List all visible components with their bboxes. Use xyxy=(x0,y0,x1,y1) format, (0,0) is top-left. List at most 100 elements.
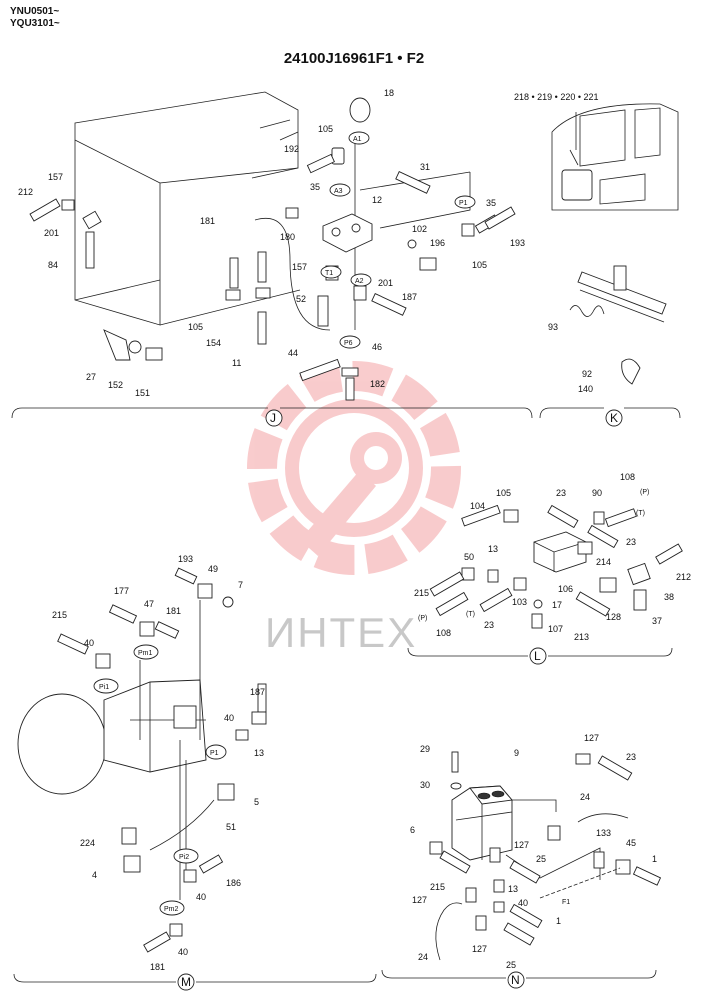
callout: 192 xyxy=(284,144,299,154)
callout: 5 xyxy=(254,797,259,807)
tag-f1: F1 xyxy=(562,899,570,906)
callout: 52 xyxy=(296,294,306,304)
callout: 128 xyxy=(606,612,621,622)
callout: 24 xyxy=(418,952,428,962)
model-range-2: YQU3101~ xyxy=(10,18,60,29)
callout: 215 xyxy=(414,588,429,598)
callout: 180 xyxy=(280,232,295,242)
callout: 29 xyxy=(420,744,430,754)
page-title: 24100J16961F1 • F2 xyxy=(283,50,425,67)
tag-pm2: Pm2 xyxy=(164,906,179,913)
section-m: M Pm1 Pi1 P1 Pi2 Pm2 193 49 7 177 47 181… xyxy=(13,554,377,991)
callout: 106 xyxy=(558,584,573,594)
tag-t: (T) xyxy=(636,510,645,517)
callout: 103 xyxy=(512,597,527,607)
engine-flywheel-housing xyxy=(17,693,107,795)
callout: 157 xyxy=(48,172,63,182)
callout: 1 xyxy=(652,854,657,864)
callout: 38 xyxy=(664,592,674,602)
callout: 1 xyxy=(556,916,561,926)
callout: 151 xyxy=(135,388,150,398)
callout: 23 xyxy=(556,488,566,498)
callout: 51 xyxy=(226,822,236,832)
callout: 18 xyxy=(384,88,394,98)
callout: 213 xyxy=(574,632,589,642)
section-l-label: L xyxy=(534,649,541,663)
callout: 49 xyxy=(208,564,218,574)
callout: 11 xyxy=(232,358,241,368)
callout: 40 xyxy=(518,898,528,908)
section-j-label: J xyxy=(270,411,276,425)
callout: 105 xyxy=(318,124,333,134)
callout: 46 xyxy=(372,342,382,352)
callout: 186 xyxy=(226,878,241,888)
callout: 127 xyxy=(514,840,529,850)
callout: 102 xyxy=(412,224,427,234)
callout: 108 xyxy=(620,472,635,482)
callout: 201 xyxy=(44,228,59,238)
tag-a1: A1 xyxy=(353,136,362,143)
manifold-block xyxy=(533,531,587,573)
rail-bar xyxy=(577,271,667,315)
tag-p6: P6 xyxy=(344,340,353,347)
tag-a2: A2 xyxy=(355,278,364,285)
callout: 13 xyxy=(488,544,498,554)
callout: 93 xyxy=(548,322,558,332)
callout: 104 xyxy=(470,501,485,511)
callout: 13 xyxy=(508,884,518,894)
section-k-label: K xyxy=(610,411,618,425)
watermark-logo xyxy=(247,361,461,575)
callout: 37 xyxy=(652,616,662,626)
callout: 6 xyxy=(410,825,415,835)
section-k: K 218 • 219 • 220 • 221 93 92 140 xyxy=(514,92,681,427)
callout: 157 xyxy=(292,262,307,272)
callout: 212 xyxy=(676,572,691,582)
callout: 105 xyxy=(496,488,511,498)
callout: 12 xyxy=(372,195,382,205)
hose-clamp xyxy=(103,329,131,361)
callout: 201 xyxy=(378,278,393,288)
tag-p1: P1 xyxy=(459,200,468,207)
callout: 127 xyxy=(412,895,427,905)
section-l: L 104 105 23 90 108 (P) (T) 23 214 50 13… xyxy=(407,472,691,665)
tag-pi1: Pi1 xyxy=(99,684,109,691)
callout: 23 xyxy=(626,752,636,762)
callout: 140 xyxy=(578,384,593,394)
callout: 105 xyxy=(472,260,487,270)
callout: 181 xyxy=(150,962,165,972)
callout: 25 xyxy=(506,960,516,970)
callout: 152 xyxy=(108,380,123,390)
callout: 40 xyxy=(224,713,234,723)
callout: 7 xyxy=(238,580,243,590)
callout: 44 xyxy=(288,348,298,358)
tag-t2: (T) xyxy=(466,611,475,618)
callout: 40 xyxy=(84,638,94,648)
callout: 35 xyxy=(310,182,320,192)
callout: 214 xyxy=(596,557,611,567)
section-n: N F1 29 9 127 23 30 24 6 133 45 1 127 25… xyxy=(381,733,662,989)
callout: 193 xyxy=(510,238,525,248)
callout: 181 xyxy=(200,216,215,226)
callout: 108 xyxy=(436,628,451,638)
callout: 215 xyxy=(430,882,445,892)
callout: 35 xyxy=(486,198,496,208)
callout: 27 xyxy=(86,372,96,382)
pilot-valve-block xyxy=(322,213,373,253)
callout: 187 xyxy=(402,292,417,302)
callout: 24 xyxy=(580,792,590,802)
callout: 40 xyxy=(178,947,188,957)
callout: 9 xyxy=(514,748,519,758)
callout: 40 xyxy=(196,892,206,902)
tag-pm1: Pm1 xyxy=(138,650,153,657)
callout: 45 xyxy=(626,838,636,848)
callout: 4 xyxy=(92,870,97,880)
rubber-band xyxy=(621,358,641,385)
callout: 92 xyxy=(582,369,592,379)
callout: 182 xyxy=(370,379,385,389)
callout: 13 xyxy=(254,748,264,758)
callout: 212 xyxy=(18,187,33,197)
tag-p: (P) xyxy=(640,489,649,496)
callout: 127 xyxy=(584,733,599,743)
callout: 47 xyxy=(144,599,154,609)
